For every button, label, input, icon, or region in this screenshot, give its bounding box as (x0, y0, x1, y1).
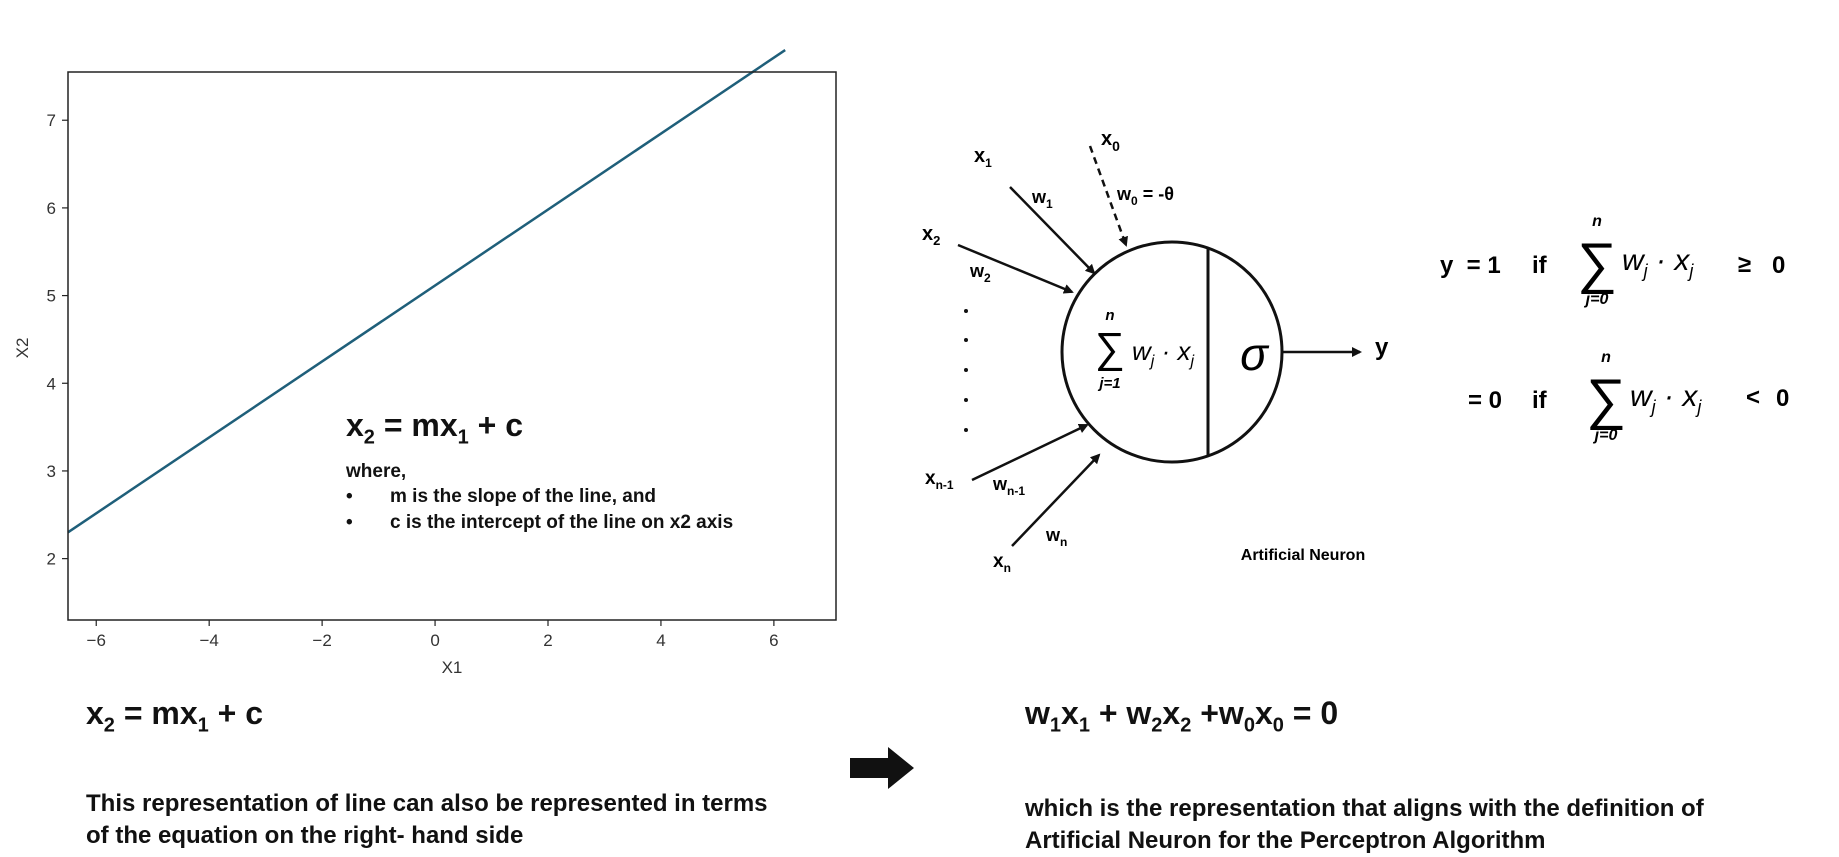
x-tick-label: 0 (430, 631, 439, 650)
left-description: This representation of line can also be … (86, 790, 768, 849)
plot-bullet-1-text: m is the slope of the line, and (390, 486, 657, 507)
input-x0-arrow (1088, 145, 1128, 247)
x-tick-label: 2 (543, 631, 552, 650)
y-tick-label: 7 (47, 111, 56, 130)
neuron-diagram: n ∑ j=1 wj · xj σ y x0 x1 x2 xn-1 xn w0 … (922, 128, 1389, 575)
weight-wn1-label: wn-1 (992, 474, 1025, 498)
x-tick-label: −2 (312, 631, 331, 650)
plot-bullet-1: • (346, 486, 353, 507)
rule1-op: ≥ (1738, 251, 1751, 278)
y-tick-label: 2 (47, 550, 56, 569)
rule2-val: 0 (1776, 385, 1789, 412)
y-tick-label: 3 (47, 462, 56, 481)
line-plot: −6 −4 −2 0 2 4 6 2 3 4 5 6 7 X1 X2 (13, 49, 837, 677)
rule2-op: < (1746, 384, 1760, 411)
rule2-lhs: = 0 (1468, 387, 1502, 414)
y-tick-label: 4 (47, 374, 56, 393)
rule1-sum-top: n (1592, 213, 1602, 230)
rule1-sum-bottom: j=0 (1584, 291, 1609, 308)
y-axis-label: X2 (13, 338, 32, 359)
x-axis-label: X1 (442, 658, 463, 677)
rule2-sum-symbol: ∑ (1586, 367, 1626, 430)
rule2-if: if (1532, 387, 1548, 414)
x-tick-label: 4 (656, 631, 665, 650)
right-equation: w1x1 + w2x2 +w0x0 = 0 (1025, 695, 1339, 737)
input-x0-label: x0 (1101, 128, 1120, 154)
left-equation: x2 = mx1 + c (86, 695, 264, 737)
transform-arrow-icon (850, 747, 914, 789)
x-tick-label: −4 (199, 631, 218, 650)
neuron-sum-symbol: ∑ (1095, 324, 1125, 371)
series-line (67, 49, 786, 534)
input-xn1-arrow (971, 423, 1089, 482)
plot-frame (67, 71, 837, 621)
neuron-caption: Artificial Neuron (1241, 547, 1365, 564)
rule1-sum-body: wj · xj (1622, 244, 1694, 281)
right-description: which is the representation that aligns … (1025, 795, 1704, 854)
weight-w1-label: w1 (1031, 187, 1053, 211)
rule1-val: 0 (1772, 252, 1785, 279)
plot-bullet-2: • (346, 512, 353, 533)
input-xn1-label: xn-1 (925, 468, 954, 492)
input-x1-arrow (1009, 186, 1096, 275)
input-x2-arrow (957, 243, 1074, 294)
y-tick-label: 5 (47, 287, 56, 306)
plot-bullet-2-text: c is the intercept of the line on x2 axi… (390, 512, 734, 533)
rule2-sum-top: n (1601, 349, 1611, 366)
neuron-sum-bottom: j=1 (1097, 375, 1120, 392)
x-tick-label: 6 (769, 631, 778, 650)
x-tick-label: −6 (87, 631, 106, 650)
input-ellipsis (964, 309, 968, 432)
y-tick-label: 6 (47, 199, 56, 218)
input-xn-arrow (1011, 453, 1101, 547)
plot-where-label: where, (346, 461, 407, 482)
weight-w0-label: w0 = -θ (1116, 184, 1174, 208)
neuron-sum-body: wj · xj (1132, 336, 1194, 370)
rule1-lhs: y = 1 (1440, 252, 1501, 279)
decision-rule: y = 1 if n ∑ j=0 wj · xj ≥ 0 = 0 if n ∑ … (1440, 213, 1789, 444)
input-x1-label: x1 (974, 145, 992, 170)
rule2-sum-bottom: j=0 (1593, 427, 1618, 444)
output-label: y (1375, 334, 1389, 361)
activation-sigma: σ (1240, 328, 1270, 380)
rule1-sum-symbol: ∑ (1577, 231, 1617, 294)
rule1-if: if (1532, 252, 1548, 279)
input-xn-label: xn (993, 551, 1011, 575)
rule2-sum-body: wj · xj (1630, 380, 1702, 417)
neuron-sum-top: n (1105, 307, 1114, 324)
weight-wn-label: wn (1045, 525, 1067, 549)
plot-equation: x2 = mx1 + c (346, 407, 524, 449)
weight-w2-label: w2 (969, 261, 991, 285)
input-x2-label: x2 (922, 223, 940, 248)
